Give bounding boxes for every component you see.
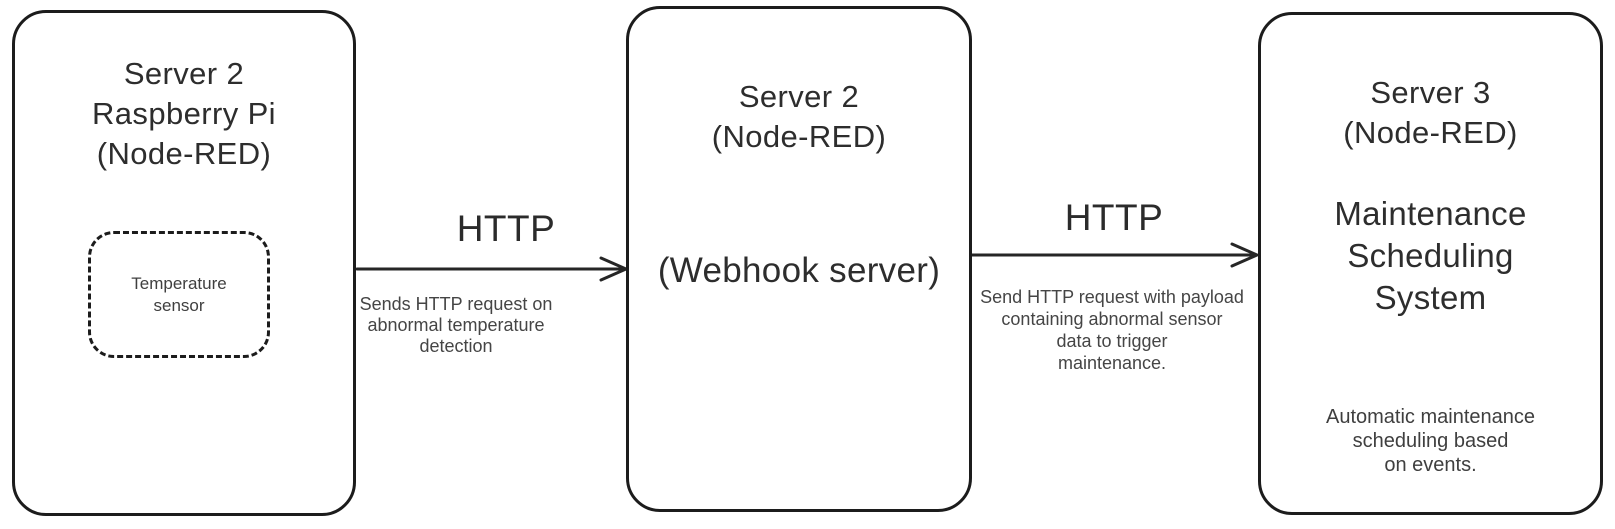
node-title-line: (Node-RED) [1343, 115, 1518, 150]
node-description-line: scheduling based [1352, 430, 1509, 452]
arrow-webhook-to-server3 [970, 242, 1259, 268]
edge1-description-line: detection [419, 336, 493, 356]
edge1-description-line: abnormal temperature [367, 315, 545, 335]
node-server3-maintenance: Server 3 (Node-RED) Maintenance Scheduli… [1258, 12, 1603, 515]
edge2-description-line: Send HTTP request with payload [980, 287, 1244, 307]
node-title: Server 2 Raspberry Pi (Node-RED) [15, 54, 353, 174]
edge1-description-line: Sends HTTP request on [359, 294, 553, 314]
node-subtitle-line: Scheduling [1347, 237, 1514, 274]
node-description-line: on events. [1384, 454, 1477, 476]
edge2-description-line: containing abnormal sensor [1001, 309, 1223, 329]
node-subtitle-line: Maintenance [1334, 195, 1527, 232]
edge2-description-line: data to trigger [1056, 331, 1168, 351]
edge2-description: Send HTTP request with payload containin… [962, 286, 1262, 374]
node-description: Automatic maintenance scheduling based o… [1261, 405, 1600, 477]
node-title-line: (Node-RED) [96, 136, 272, 171]
node-subtitle-line: System [1374, 279, 1487, 316]
node-title: Server 2 (Node-RED) [629, 77, 969, 157]
edge1-protocol-label: HTTP [456, 208, 556, 249]
node-title-line: Server 2 [123, 56, 245, 91]
edge2-description-line: maintenance. [1057, 353, 1167, 373]
node-description-line: Automatic maintenance [1325, 406, 1535, 428]
node-title-line: Server 2 [738, 79, 860, 114]
node-subtitle-webhook-server: (Webhook server) [657, 251, 941, 290]
sensor-label-line: Temperature [131, 273, 227, 293]
edge2-protocol-label: HTTP [1064, 197, 1164, 238]
node-server2-raspberry-pi: Server 2 Raspberry Pi (Node-RED) Tempera… [12, 10, 356, 516]
node-title-line: Server 3 [1370, 75, 1491, 110]
node-subtitle-maintenance-system: Maintenance Scheduling System [1261, 193, 1600, 319]
node-title-line: (Node-RED) [711, 119, 887, 154]
node-temperature-sensor: Temperature sensor [88, 231, 270, 358]
node-server2-webhook: Server 2 (Node-RED) (Webhook server) [626, 6, 972, 512]
node-title-line: Raspberry Pi [92, 96, 276, 131]
arrow-pi-to-webhook [355, 256, 628, 282]
node-title: Server 3 (Node-RED) [1261, 73, 1600, 153]
edge1-description: Sends HTTP request on abnormal temperatu… [344, 294, 568, 357]
sensor-label-line: sensor [153, 295, 205, 315]
